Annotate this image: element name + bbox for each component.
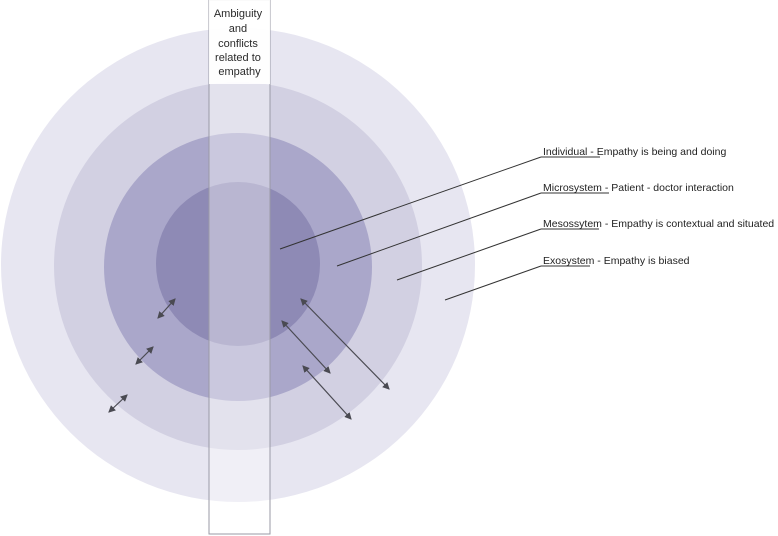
mesosystem-separator: - [602,218,611,230]
banner-line-1: Ambiguity [214,8,263,20]
individual-name: Individual [543,146,587,158]
banner-line-5: empathy [218,66,261,78]
mesosystem-name: Mesossytem [543,218,602,230]
microsystem-description: Patient - doctor interaction [611,182,734,194]
individual-separator: - [587,146,596,158]
individual-label: Individual - Empathy is being and doing [543,146,726,158]
individual-description: Empathy is being and doing [597,146,727,158]
microsystem-leader-line [336,192,542,267]
individual-circle [156,182,320,346]
left-arrow-inner [157,298,176,319]
ambiguity-header-box [209,0,270,84]
banner-line-4: related to [215,52,261,64]
left-arrow-outer [108,394,128,413]
banner-line-2: and [229,23,247,35]
banner-line-3: conflicts [218,38,258,50]
right-arrow-outer [300,298,390,390]
microsystem-label: Microsystem - Patient - doctor interacti… [543,182,734,194]
exosystem-leader-line [444,265,542,301]
mesosystem-description: Empathy is contextual and situated [611,218,774,230]
exosystem-description: Empathy is biased [604,255,690,267]
exosystem-separator: - [594,255,603,267]
svg-text:Ambiguity and conflict: Ambiguity and conflicts related to empat… [214,8,265,78]
microsystem-separator: - [602,182,611,194]
microsystem-name: Microsystem [543,182,602,194]
mesosystem-leader-line [396,228,542,281]
mesosystem-label: Mesossytem - Empathy is contextual and s… [543,218,774,230]
ambiguity-strip [208,0,271,535]
exosystem-label: Exosystem - Empathy is biased [543,255,690,267]
left-arrow-middle [135,346,154,365]
individual-leader-line [279,156,542,250]
exosystem-name: Exosystem [543,255,595,267]
